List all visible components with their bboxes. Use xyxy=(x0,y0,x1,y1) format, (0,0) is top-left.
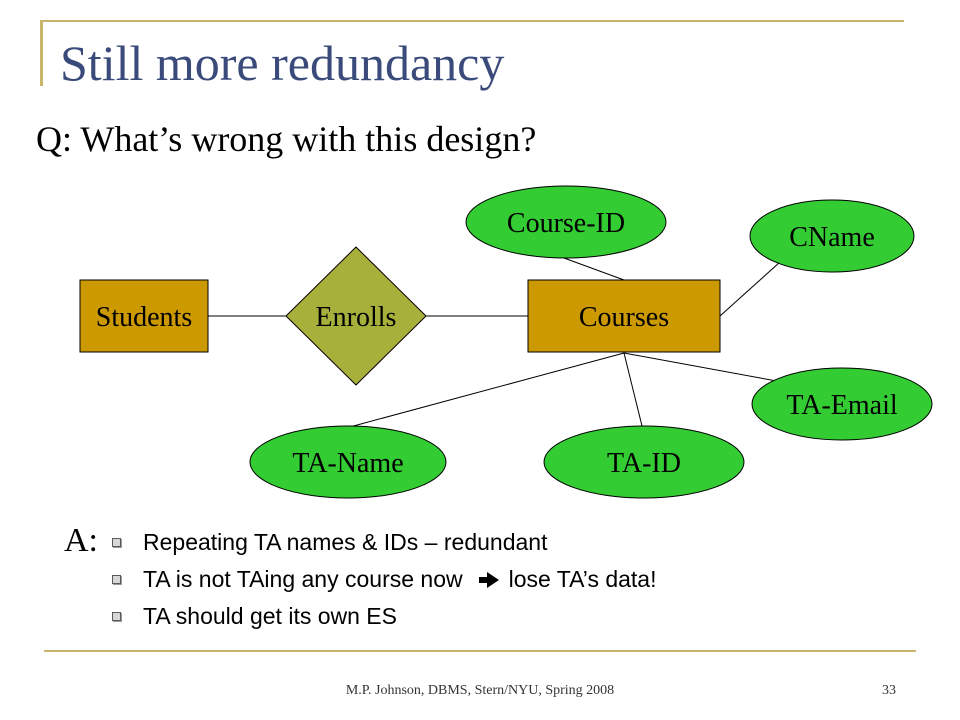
square-bullet-icon xyxy=(112,575,121,584)
attribute-ta-name-label: TA-Name xyxy=(292,448,403,479)
entity-courses-label: Courses xyxy=(579,302,669,333)
entity-students xyxy=(79,279,209,353)
relationship-enrolls xyxy=(285,246,427,386)
answer-item: Repeating TA names & IDs – redundant xyxy=(112,524,657,561)
title-frame-horizontal-rule xyxy=(40,20,904,22)
page-number: 33 xyxy=(882,683,896,698)
entity-courses xyxy=(527,279,721,353)
entity-students-label: Students xyxy=(96,302,192,333)
attribute-ta-email-label: TA-Email xyxy=(786,390,897,421)
attribute-ta-email xyxy=(751,367,933,441)
attribute-course-id xyxy=(465,185,667,259)
answer-list: Repeating TA names & IDs – redundant TA … xyxy=(112,524,657,635)
line-courses-ta-id xyxy=(623,352,643,427)
footer-rule xyxy=(44,650,916,652)
answer-item: TA should get its own ES xyxy=(112,598,657,635)
attribute-ta-id-label: TA-ID xyxy=(607,448,681,479)
attribute-ta-name xyxy=(249,425,447,499)
answer-item-text-continued: lose TA’s data! xyxy=(508,566,657,592)
line-courses-ta-name xyxy=(345,352,625,429)
footer-text: M.P. Johnson, DBMS, Stern/NYU, Spring 20… xyxy=(345,683,615,698)
line-courses-ta-email xyxy=(623,352,783,383)
right-arrow-icon xyxy=(478,571,499,588)
square-bullet-icon xyxy=(112,612,121,621)
attribute-cname-label: CName xyxy=(789,222,875,253)
answer-label: A: xyxy=(64,522,98,559)
title-frame-vertical-rule xyxy=(40,20,43,86)
answer-item-text: TA is not TAing any course now xyxy=(143,566,463,592)
answer-item-text: TA should get its own ES xyxy=(143,603,397,629)
square-bullet-icon xyxy=(112,538,121,547)
attribute-cname xyxy=(749,199,915,273)
line-courses-cname xyxy=(719,261,781,317)
slide-title: Still more redundancy xyxy=(60,35,505,91)
answer-item-text: Repeating TA names & IDs – redundant xyxy=(143,529,548,555)
question-text: Q: What’s wrong with this design? xyxy=(36,119,537,159)
attribute-course-id-label: Course-ID xyxy=(507,208,625,239)
line-courses-course-id xyxy=(563,257,625,281)
attribute-ta-id xyxy=(543,425,745,499)
answer-item: TA is not TAing any course now lose TA’s… xyxy=(112,561,657,598)
relationship-enrolls-label: Enrolls xyxy=(316,302,397,333)
